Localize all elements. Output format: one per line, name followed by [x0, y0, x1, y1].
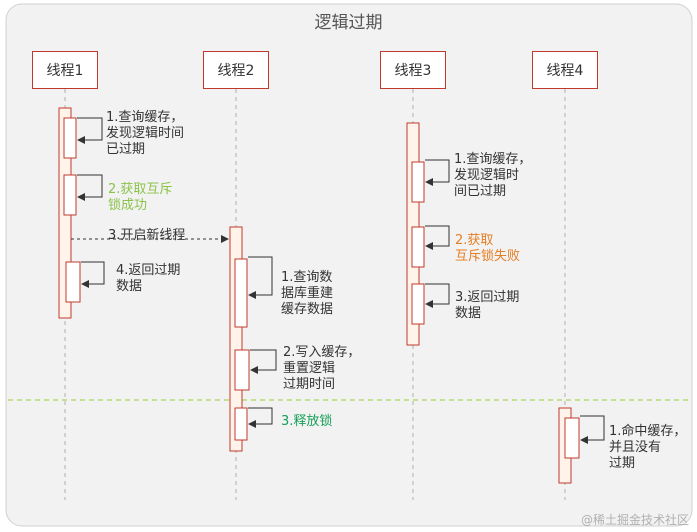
- self-arrow-thread-3-query: [425, 159, 450, 186]
- note-thread-2-write: 2.写入缓存， 重置逻辑 过期时间: [283, 345, 361, 392]
- note-thread-3-query: 1.查询缓存， 发现逻辑时 间已过期: [454, 152, 532, 199]
- actor-thread-4: 线程4: [532, 51, 598, 89]
- note-thread-4-hit: 1.命中缓存， 并且没有 过期: [609, 424, 687, 471]
- self-arrow-thread-4-hit: [580, 415, 605, 444]
- actor-thread-2: 线程2: [203, 51, 269, 89]
- self-arrow-thread-1-return: [81, 261, 105, 288]
- diagram-title: 逻辑过期: [314, 13, 383, 33]
- activation-thread-2-write: [234, 349, 250, 391]
- self-arrow-thread-2-write: [250, 349, 277, 374]
- watermark: @稀土掘金技术社区: [580, 513, 689, 527]
- self-arrow-thread-1-lock: [77, 174, 103, 201]
- note-thread-1-return: 4.返回过期 数据: [116, 263, 181, 294]
- actor-thread-3: 线程3: [380, 51, 446, 89]
- activation-thread-3-lock: [411, 226, 425, 268]
- self-arrow-thread-3-lock: [425, 225, 450, 250]
- note-thread-1-lock: 2.获取互斥 锁成功: [108, 182, 173, 213]
- self-arrow-thread-1-query: [77, 117, 103, 144]
- activation-thread-4-hit: [564, 417, 580, 459]
- activation-thread-2-release: [234, 407, 248, 441]
- diagram-frame: [5, 3, 693, 527]
- self-arrow-thread-2-rebuild: [248, 256, 273, 299]
- self-arrow-thread-2-release: [248, 407, 273, 428]
- activation-thread-1-return: [65, 261, 81, 303]
- note-thread-3-return: 3.返回过期 数据: [455, 290, 520, 321]
- note-thread-2-rebuild: 1.查询数 据库重建 缓存数据: [281, 270, 334, 317]
- activation-thread-3-return: [411, 283, 425, 325]
- actor-thread-1: 线程1: [32, 51, 98, 89]
- activation-thread-2-rebuild: [234, 258, 248, 328]
- note-thread-2-release: 3.释放锁: [281, 414, 333, 429]
- note-thread-1-query: 1.查询缓存， 发现逻辑时间 已过期: [106, 110, 185, 157]
- activation-thread-1-query: [63, 117, 77, 159]
- activation-thread-1-lock: [63, 174, 77, 216]
- activation-thread-3-query: [411, 161, 425, 203]
- self-arrow-thread-3-return: [425, 283, 450, 308]
- note-thread-3-lock-fail: 2.获取 互斥锁失败: [455, 233, 521, 264]
- note-thread-1-start-thread: 3.开启新线程: [108, 228, 186, 243]
